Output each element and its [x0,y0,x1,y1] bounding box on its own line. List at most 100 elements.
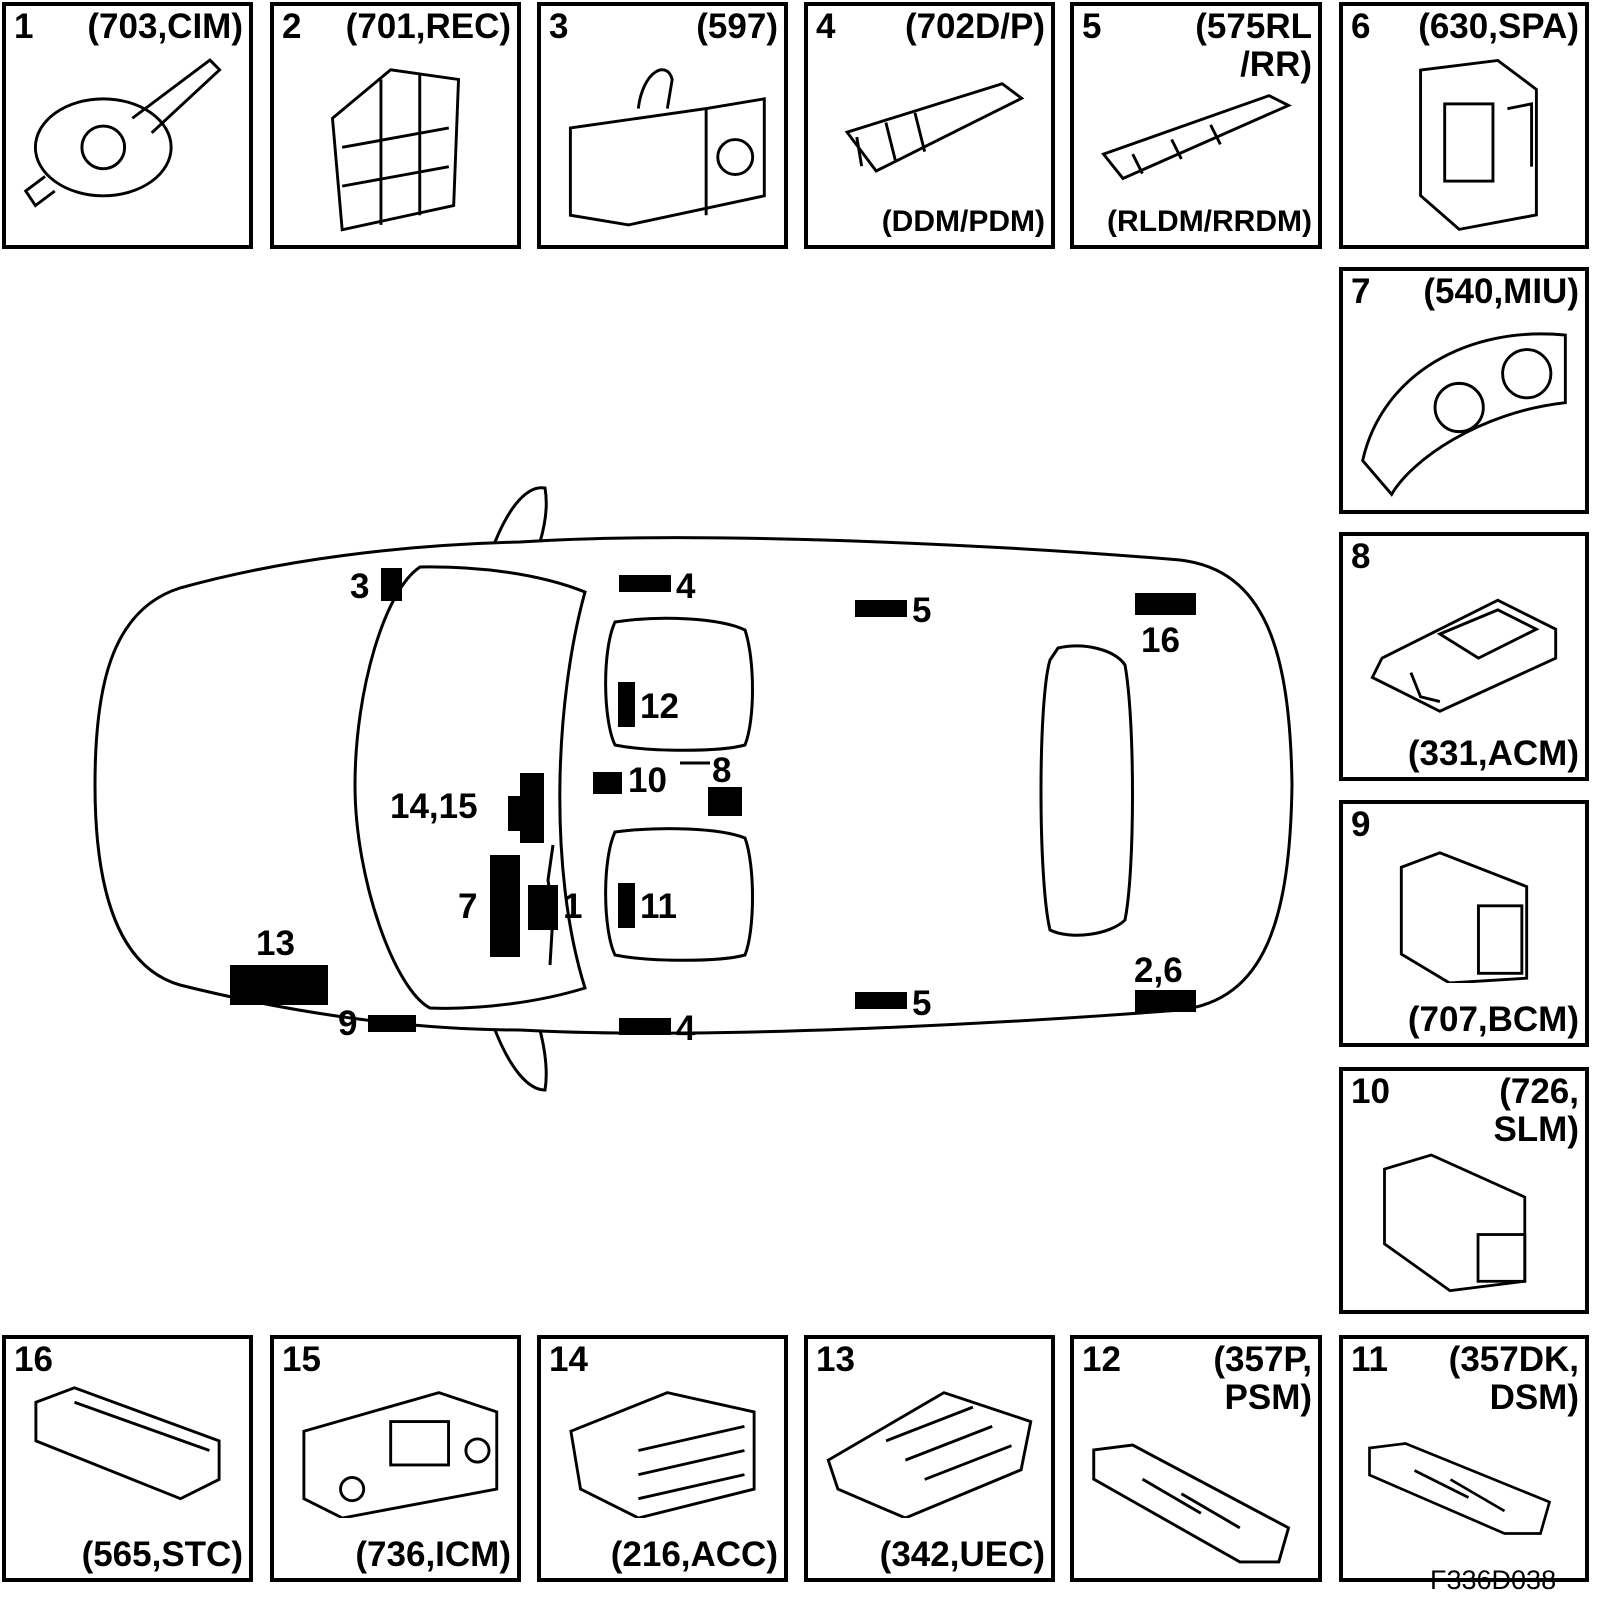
marker-5-top [855,600,907,617]
marker-10 [593,772,622,794]
car-label-1: 1 [563,887,582,926]
panel-number: 4 [816,7,836,46]
panel-caption: (565,STC) [81,1535,243,1574]
passenger-seat-module-icon [1084,1439,1308,1568]
marker-8 [708,787,742,816]
component-panel-8: 8 (331,ACM) [1339,532,1589,781]
panel-title: (540,MIU) [1423,272,1579,311]
panel-caption: (RLDM/RRDM) [1107,205,1312,238]
panel-title: (357DK, DSM) [1448,1340,1579,1417]
panel-caption: (736,ICM) [355,1535,511,1574]
panel-number: 15 [282,1340,321,1379]
panel-title: (701,REC) [345,7,511,46]
panel-title: (703,CIM) [87,7,243,46]
front-seat-right [604,827,754,962]
car-label-7: 7 [458,887,477,926]
parking-assist-module-icon [1353,50,1575,235]
infotainment-control-module-icon [284,1383,507,1520]
marker-9 [368,1015,416,1032]
windshield-outline [353,565,587,1010]
marker-12 [618,682,635,727]
panel-number: 1 [14,7,34,46]
panel-number: 13 [816,1340,855,1379]
panel-number: 12 [1082,1340,1121,1379]
panel-caption: (342,UEC) [879,1535,1045,1574]
component-panel-12: 12 (357P, PSM) [1070,1335,1322,1582]
panel-number: 5 [1082,7,1102,46]
marker-7 [490,855,520,957]
engine-compartment-fusebox-icon [818,1383,1041,1520]
steering-column-module-icon [16,50,239,235]
panel-number: 8 [1351,537,1371,576]
panel-caption: (216,ACC) [610,1535,778,1574]
panel-title: (630,SPA) [1418,7,1579,46]
panel-number: 7 [1351,272,1371,311]
panel-number: 9 [1351,805,1371,844]
panel-caption: (DDM/PDM) [881,205,1045,238]
car-label-14-15: 14,15 [390,787,478,826]
car-label-11: 11 [640,887,677,926]
trailer-control-module-icon [16,1383,239,1518]
component-panel-7: 7 (540,MIU) [1339,267,1589,514]
car-label-13: 13 [256,924,295,963]
car-body-outline [93,536,1294,1035]
climate-control-module-icon [551,1383,774,1520]
marker-13 [230,965,328,1005]
component-panel-14: 14 (216,ACC) [537,1335,788,1582]
figure-reference: F336D038 [1430,1565,1557,1595]
marker-11 [618,883,635,928]
panel-caption: (707,BCM) [1407,1000,1579,1039]
rear-door-module-icon [1084,84,1308,195]
component-panel-5: 5 (575RL /RR) (RLDM/RRDM) [1070,2,1322,249]
car-label-2-6: 2,6 [1134,951,1183,990]
instrument-cluster-icon [1353,315,1575,500]
panel-number: 3 [549,7,569,46]
panel-number: 14 [549,1340,588,1379]
door-module-icon [818,50,1041,195]
panel-number: 16 [14,1340,53,1379]
car-label-5-top: 5 [912,591,931,630]
component-panel-9: 9 (707,BCM) [1339,800,1589,1047]
component-panel-13: 13 (342,UEC) [804,1335,1055,1582]
car-label-8: 8 [712,751,731,790]
car-label-3: 3 [350,567,369,606]
component-panel-11: 11 (357DK, DSM) [1339,1335,1589,1582]
component-panel-2: 2 (701,REC) [270,2,521,249]
panel-title: (575RL /RR) [1195,7,1312,84]
body-control-module-icon [1353,848,1575,985]
panel-title: (726, SLM) [1493,1072,1579,1149]
rear-window-outline [1039,644,1134,937]
panel-title: (597) [696,7,778,46]
marker-4-top [619,575,671,592]
marker-1 [528,885,558,930]
marker-16 [1135,593,1196,615]
driver-seat-module-icon [1353,1439,1575,1538]
component-panel-10: 10 (726, SLM) [1339,1067,1589,1314]
marker-4-bottom [619,1018,671,1035]
heater-unit-icon [551,50,774,235]
panel-number: 10 [1351,1072,1390,1111]
front-seat-left [604,616,754,752]
marker-14-15-b [520,773,544,843]
car-label-16: 16 [1141,621,1180,660]
panel-number: 6 [1351,7,1371,46]
component-panel-16: 16 (565,STC) [2,1335,253,1582]
component-panel-15: 15 (736,ICM) [270,1335,521,1582]
relay-electrical-center-icon [284,50,507,235]
car-label-12: 12 [640,687,679,726]
component-panel-4: 4 (702D/P) (DDM/PDM) [804,2,1055,249]
car-label-4-bottom: 4 [676,1009,696,1048]
steering-lock-module-icon [1353,1141,1575,1300]
mirror-top [493,486,548,543]
marker-5-bottom [855,992,907,1009]
panel-number: 2 [282,7,302,46]
component-panel-3: 3 (597) [537,2,788,249]
marker-2-6 [1135,990,1196,1012]
car-label-9: 9 [338,1004,357,1043]
mirror-bottom [493,1029,548,1092]
panel-title: (702D/P) [904,7,1045,46]
panel-title: (357P, PSM) [1213,1340,1312,1417]
component-panel-6: 6 (630,SPA) [1339,2,1589,249]
car-label-5-bottom: 5 [912,984,931,1023]
